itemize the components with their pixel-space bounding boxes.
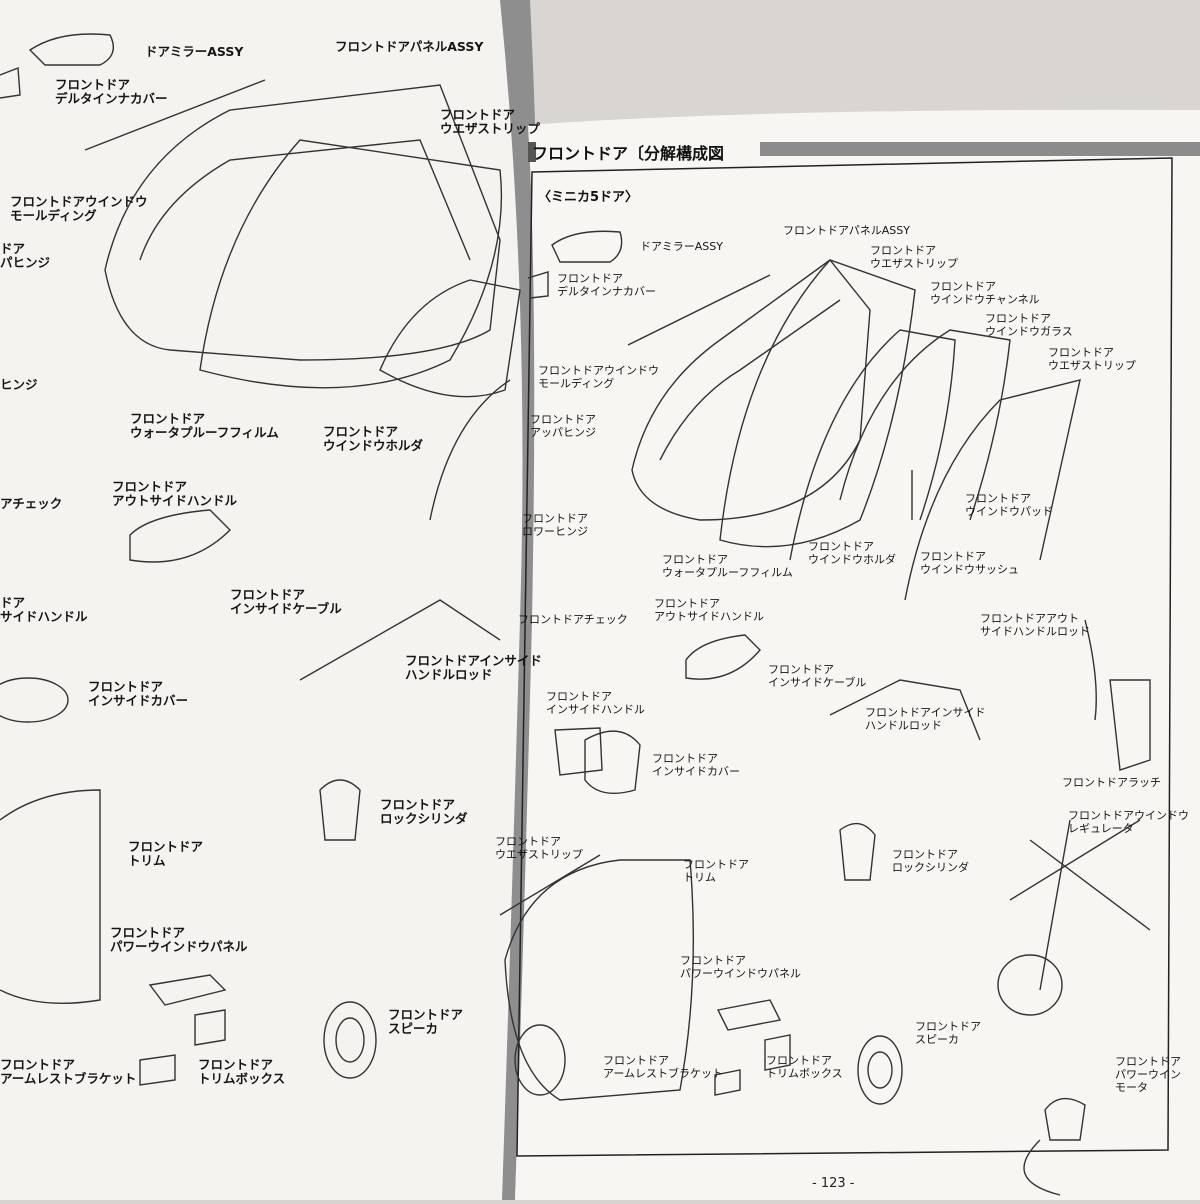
left-label-delta-inner-cover: フロントドア デルタインナカバー (55, 77, 168, 106)
left-label-outside-handle-partial: ドア サイドハンドル (0, 595, 88, 624)
right-label-upper-hinge: フロントドア アッパヒンジ (530, 413, 596, 439)
subsection-title: 〈ミニカ5ドア〉 (538, 190, 639, 205)
left-label-inside-cable: フロントドア インサイドケーブル (230, 587, 342, 616)
right-label-waterproof-film: フロントドア ウォータプルーフフィルム (662, 553, 793, 579)
left-label-lock-cylinder: フロントドア ロックシリンダ (380, 797, 468, 826)
right-label-outside-handle: フロントドア アウトサイドハンドル (654, 597, 764, 623)
right-label-weatherstrip-upper: フロントドア ウエザストリップ (870, 244, 958, 270)
right-label-trim-box: フロントドア トリムボックス (766, 1054, 843, 1080)
right-label-window-regulator: フロントドアウインドウ レギュレータ (1068, 809, 1189, 835)
right-label-trim: フロントドア トリム (683, 858, 749, 884)
left-label-inside-cover: フロントドア インサイドカバー (88, 679, 189, 708)
left-label-door-panel: フロントドアパネルASSY (335, 39, 484, 54)
left-label-window-holder: フロントドア ウインドウホルダ (323, 424, 424, 453)
left-label-upper-hinge: ドア パヒンジ (0, 241, 51, 270)
right-label-door-latch: フロントドアラッチ (1062, 776, 1161, 789)
left-label-armrest-bracket: フロントドア アームレストブラケット (0, 1057, 137, 1086)
right-label-delta-inner-cover: フロントドア デルタインナカバー (557, 272, 656, 298)
right-label-door-panel: フロントドアパネルASSY (783, 224, 910, 237)
left-label-power-window-panel: フロントドア パワーウインドウパネル (110, 925, 248, 954)
right-label-window-sash: フロントドア ウインドウサッシュ (920, 550, 1019, 576)
left-label-lower-hinge: ヒンジ (0, 377, 38, 392)
left-label-weatherstrip: フロントドア ウエザストリップ (440, 107, 540, 136)
left-label-door-check: アチェック (0, 496, 63, 511)
section-title: フロントドア〔分解構成図 (532, 144, 725, 163)
right-label-speaker: フロントドア スピーカ (915, 1020, 981, 1046)
left-label-window-molding: フロントドアウインドウ モールディング (10, 194, 148, 223)
right-label-power-window-panel: フロントドア パワーウインドウパネル (680, 954, 801, 980)
right-label-lower-hinge: フロントドア ロワーヒンジ (522, 512, 588, 538)
right-label-power-window-motor: フロントドア パワーウイン モータ (1115, 1055, 1181, 1094)
right-label-window-holder: フロントドア ウインドウホルダ (808, 540, 896, 566)
right-label-lock-cylinder: フロントドア ロックシリンダ (892, 848, 969, 874)
right-label-window-molding: フロントドアウインドウ モールディング (538, 364, 659, 390)
right-label-inside-handle-rod: フロントドアインサイド ハンドルロッド (865, 706, 986, 732)
right-label-door-mirror: ドアミラーASSY (640, 240, 723, 253)
right-label-weatherstrip-belt: フロントドア ウエザストリップ (495, 835, 583, 861)
left-label-door-mirror: ドアミラーASSY (145, 44, 244, 59)
left-label-inside-handle-rod: フロントドアインサイド ハンドルロッド (405, 653, 542, 682)
right-label-armrest-bracket: フロントドア アームレストブラケット (603, 1054, 724, 1080)
left-label-speaker: フロントドア スピーカ (388, 1007, 464, 1036)
right-label-window-pad: フロントドア ウインドウパッド (965, 492, 1053, 518)
page-number: - 123 - (812, 1176, 855, 1191)
left-label-outside-handle: フロントドア アウトサイドハンドル (112, 479, 238, 508)
right-label-weatherstrip-rear: フロントドア ウエザストリップ (1048, 346, 1136, 372)
left-label-trim: フロントドア トリム (128, 839, 204, 868)
right-label-inside-handle: フロントドア インサイドハンドル (546, 690, 645, 716)
left-label-waterproof-film: フロントドア ウォータプルーフフィルム (130, 411, 279, 440)
right-label-outside-handle-rod: フロントドアアウト サイドハンドルロッド (980, 612, 1090, 638)
left-label-trim-box: フロントドア トリムボックス (198, 1057, 286, 1086)
right-label-inside-cover: フロントドア インサイドカバー (652, 752, 740, 778)
right-label-inside-cable: フロントドア インサイドケーブル (768, 663, 867, 689)
right-label-window-channel: フロントドア ウインドウチャンネル (930, 280, 1040, 306)
right-label-door-check: フロントドアチェック (518, 613, 628, 626)
right-label-window-glass: フロントドア ウインドウガラス (985, 312, 1073, 338)
